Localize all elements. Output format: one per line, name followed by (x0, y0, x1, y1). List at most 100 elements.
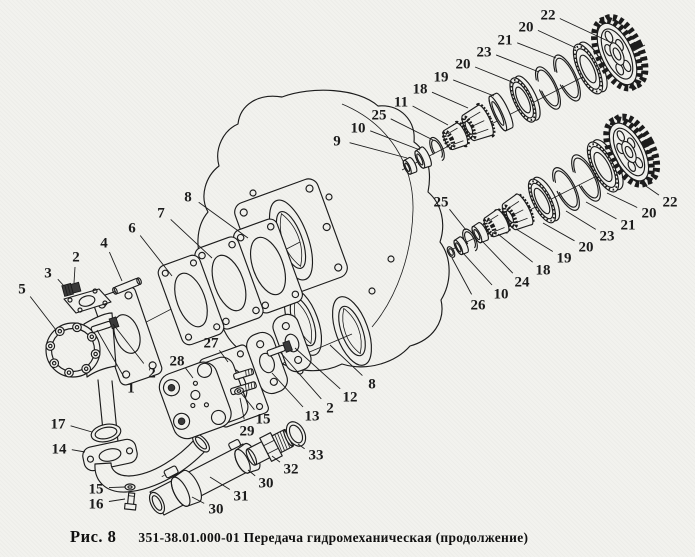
callout-16: 16 (89, 497, 105, 513)
callout-31: 31 (234, 489, 249, 505)
pump-cap-bolts (45, 322, 101, 378)
callout-25: 25 (434, 195, 449, 211)
leader-line-19 (515, 228, 554, 252)
callout-12: 12 (343, 390, 358, 406)
callout-23: 23 (477, 45, 492, 61)
leader-line-3 (57, 278, 65, 287)
leader-line-6 (139, 235, 173, 277)
callout-22: 22 (541, 8, 556, 24)
gasket-17 (90, 423, 122, 443)
leader-line-18 (497, 233, 533, 263)
callout-28: 28 (170, 354, 185, 370)
callout-21: 21 (621, 218, 636, 234)
leader-line-30 (191, 496, 205, 504)
callout-24: 24 (515, 275, 531, 291)
callout-14: 14 (52, 442, 68, 458)
callout-5: 5 (18, 282, 26, 298)
leader-line-25 (449, 209, 467, 231)
pump-group (45, 218, 303, 511)
callout-33: 33 (309, 448, 324, 464)
upper-shaft-set (402, 14, 649, 175)
leader-line-31 (209, 476, 231, 490)
leader-line-9 (349, 142, 408, 159)
callout-6: 6 (128, 221, 136, 237)
callout-20: 20 (456, 57, 471, 73)
leader-line-1 (96, 329, 125, 378)
stud-29-upper (233, 368, 255, 380)
bearing-20-upper-inner (509, 75, 541, 123)
ring-26 (446, 246, 456, 258)
callout-27: 27 (204, 336, 220, 352)
leader-line-20 (542, 222, 575, 242)
callout-30: 30 (209, 502, 224, 518)
pump-end-cap (45, 322, 101, 378)
fitting-3 (61, 281, 82, 297)
leader-line-5 (29, 296, 57, 331)
leader-line-20 (606, 192, 638, 208)
callout-29: 29 (240, 424, 255, 440)
hose-group (148, 421, 307, 516)
leader-line-28 (185, 367, 194, 379)
leader-line-7 (170, 219, 213, 259)
leader-line-13 (271, 372, 304, 408)
callout-18: 18 (413, 82, 428, 98)
leader-line-24 (481, 240, 514, 274)
gasket-6 (157, 254, 225, 346)
callout-3: 3 (44, 266, 52, 282)
callout-20: 20 (579, 240, 594, 256)
callout-8: 8 (184, 190, 192, 206)
ring-10-upper (414, 146, 432, 169)
clamp-30-left (161, 465, 202, 507)
callout-18: 18 (536, 263, 551, 279)
callout-11: 11 (394, 95, 408, 111)
callout-15: 15 (256, 412, 271, 428)
ring-33 (285, 421, 307, 447)
callout-9: 9 (333, 134, 341, 150)
leader-line-29 (239, 397, 245, 420)
leader-line-19 (453, 79, 495, 97)
callout-15: 15 (89, 482, 104, 498)
leader-line-21 (585, 201, 617, 220)
ring-24 (471, 222, 489, 244)
figure-caption: Рис. 8 351-38.01.000-01 Передача гидроме… (70, 527, 528, 547)
leader-line-23 (565, 210, 597, 230)
leader-line-8 (198, 201, 249, 239)
pump-top-plate (63, 288, 112, 314)
lower-shaft-set (446, 113, 661, 258)
snap-ring-25-upper (429, 136, 445, 162)
leader-line-10 (370, 130, 421, 151)
callout-32: 32 (284, 462, 299, 478)
callout-23: 23 (600, 229, 615, 245)
leader-line-11 (412, 105, 449, 126)
callout-26: 26 (471, 298, 487, 314)
callout-20: 20 (519, 20, 534, 36)
ring-10-lower (453, 236, 469, 256)
callout-2: 2 (72, 250, 80, 266)
callout-8: 8 (368, 377, 376, 393)
callout-10: 10 (494, 287, 509, 303)
leader-line-26 (451, 257, 472, 295)
ring-19-upper (488, 92, 514, 132)
figure-title: 351-38.01.000-01 Передача гидромеханичес… (138, 530, 529, 545)
leader-line-33 (297, 443, 305, 450)
bore-lower-right (331, 296, 373, 366)
leader-line-27 (219, 350, 229, 363)
callout-20: 20 (642, 206, 657, 222)
leader-line-8 (329, 344, 363, 376)
leader-line-30 (247, 469, 256, 477)
leader-line-22 (639, 181, 660, 196)
leader-line-23 (495, 54, 540, 73)
leader-line-2 (112, 323, 145, 364)
leader-line-14 (71, 449, 86, 453)
leader-line-10 (462, 252, 493, 286)
figure-number: Рис. 8 (70, 527, 117, 546)
callout-10: 10 (351, 121, 366, 137)
snap-ring-21-upper (553, 54, 581, 102)
leader-line-2 (279, 351, 322, 400)
bearing-20-upper-outer (572, 41, 608, 95)
callout-2: 2 (148, 366, 156, 382)
leader-line-25 (390, 118, 434, 141)
hose-end-left (148, 491, 166, 515)
